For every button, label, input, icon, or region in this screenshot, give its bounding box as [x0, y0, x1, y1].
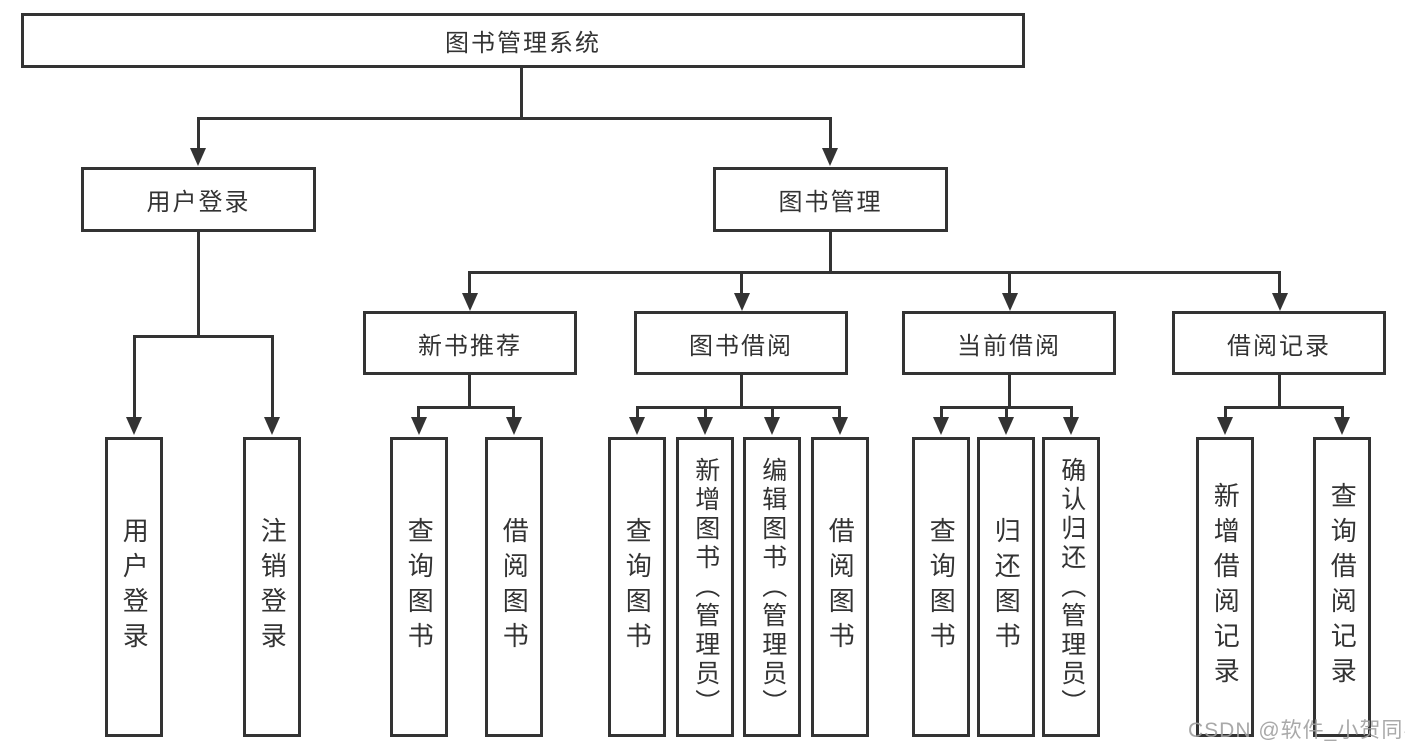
connector-line — [133, 335, 136, 419]
connector-line — [1008, 373, 1011, 408]
arrow-down-marker — [1334, 417, 1350, 435]
arrow-down-marker — [411, 417, 427, 435]
arrow-down-marker — [190, 148, 206, 166]
connector-line — [468, 271, 471, 295]
arrow-down-marker — [462, 293, 478, 311]
leaf-add-books-admin-label: 新增图书（管理员） — [691, 456, 720, 718]
leaf-user-login-label: 用户登录 — [119, 517, 150, 657]
connector-line — [704, 406, 707, 419]
connector-line — [520, 66, 523, 119]
node-book-management: 图书管理 — [713, 167, 948, 232]
leaf-query-books-1: 查询图书 — [390, 437, 448, 737]
arrow-down-marker — [629, 417, 645, 435]
node-borrow-record-label: 借阅记录 — [1227, 332, 1331, 360]
node-borrow-record: 借阅记录 — [1172, 311, 1386, 375]
connector-line — [1224, 406, 1344, 409]
leaf-return-books: 归还图书 — [977, 437, 1035, 737]
leaf-logout: 注销登录 — [243, 437, 301, 737]
csdn-watermark: CSDN @软件_小贺同学 — [1188, 719, 1405, 742]
arrow-down-marker — [832, 417, 848, 435]
leaf-add-books-admin: 新增图书（管理员） — [676, 437, 734, 737]
leaf-logout-label: 注销登录 — [257, 517, 288, 657]
node-user-login: 用户登录 — [81, 167, 316, 232]
connector-line — [417, 406, 515, 409]
connector-line — [1278, 271, 1281, 295]
leaf-borrow-books-2: 借阅图书 — [811, 437, 869, 737]
node-book-borrow-label: 图书借阅 — [689, 332, 793, 360]
leaf-return-books-label: 归还图书 — [991, 517, 1022, 657]
leaf-borrow-books-1-label: 借阅图书 — [499, 517, 530, 657]
node-book-management-label: 图书管理 — [778, 189, 883, 216]
leaf-query-books-1-label: 查询图书 — [404, 517, 435, 657]
connector-line — [829, 230, 832, 273]
connector-line — [740, 373, 743, 408]
connector-line — [468, 373, 471, 408]
node-book-borrow: 图书借阅 — [634, 311, 848, 375]
node-current-borrow-label: 当前借阅 — [957, 332, 1061, 360]
connector-line — [417, 406, 420, 419]
connector-line — [636, 406, 841, 409]
arrow-down-marker — [264, 417, 280, 435]
connector-line — [636, 406, 639, 419]
connector-line — [771, 406, 774, 419]
leaf-confirm-return-admin: 确认归还（管理员） — [1042, 437, 1100, 737]
leaf-edit-books-admin: 编辑图书（管理员） — [743, 437, 801, 737]
connector-line — [512, 406, 515, 419]
connector-line — [1341, 406, 1344, 419]
connector-line — [469, 271, 1281, 274]
connector-line — [133, 335, 274, 338]
connector-line — [271, 335, 274, 419]
leaf-query-borrow-record-label: 查询借阅记录 — [1327, 482, 1358, 692]
connector-line — [197, 230, 200, 337]
connector-line — [1278, 373, 1281, 408]
leaf-query-borrow-record: 查询借阅记录 — [1313, 437, 1371, 737]
leaf-borrow-books-1: 借阅图书 — [485, 437, 543, 737]
node-user-login-label: 用户登录 — [146, 189, 251, 216]
leaf-borrow-books-2-label: 借阅图书 — [825, 517, 856, 657]
node-current-borrow: 当前借阅 — [902, 311, 1116, 375]
connector-line — [197, 117, 832, 120]
leaf-confirm-return-admin-label: 确认归还（管理员） — [1057, 456, 1086, 718]
arrow-down-marker — [506, 417, 522, 435]
node-new-book-recommend: 新书推荐 — [363, 311, 577, 375]
leaf-user-login: 用户登录 — [105, 437, 163, 737]
leaf-add-borrow-record: 新增借阅记录 — [1196, 437, 1254, 737]
leaf-query-books-2-label: 查询图书 — [622, 517, 653, 657]
connector-line — [940, 406, 943, 419]
arrow-down-marker — [734, 293, 750, 311]
arrow-down-marker — [1063, 417, 1079, 435]
leaf-edit-books-admin-label: 编辑图书（管理员） — [758, 456, 787, 718]
connector-line — [1070, 406, 1073, 419]
connector-line — [1005, 406, 1008, 419]
leaf-add-borrow-record-label: 新增借阅记录 — [1210, 482, 1241, 692]
connector-line — [1224, 406, 1227, 419]
arrow-down-marker — [822, 148, 838, 166]
leaf-query-books-2: 查询图书 — [608, 437, 666, 737]
connector-line — [1008, 271, 1011, 295]
node-root-label: 图书管理系统 — [445, 30, 601, 57]
arrow-down-marker — [998, 417, 1014, 435]
leaf-query-books-3: 查询图书 — [912, 437, 970, 737]
arrow-down-marker — [1272, 293, 1288, 311]
arrow-down-marker — [126, 417, 142, 435]
node-new-book-recommend-label: 新书推荐 — [418, 332, 522, 360]
arrow-down-marker — [764, 417, 780, 435]
connector-line — [740, 271, 743, 295]
arrow-down-marker — [1002, 293, 1018, 311]
arrow-down-marker — [933, 417, 949, 435]
leaf-query-books-3-label: 查询图书 — [926, 517, 957, 657]
arrow-down-marker — [697, 417, 713, 435]
connector-line — [829, 117, 832, 150]
node-root: 图书管理系统 — [21, 13, 1025, 68]
arrow-down-marker — [1217, 417, 1233, 435]
connector-line — [197, 117, 200, 150]
connector-line — [838, 406, 841, 419]
